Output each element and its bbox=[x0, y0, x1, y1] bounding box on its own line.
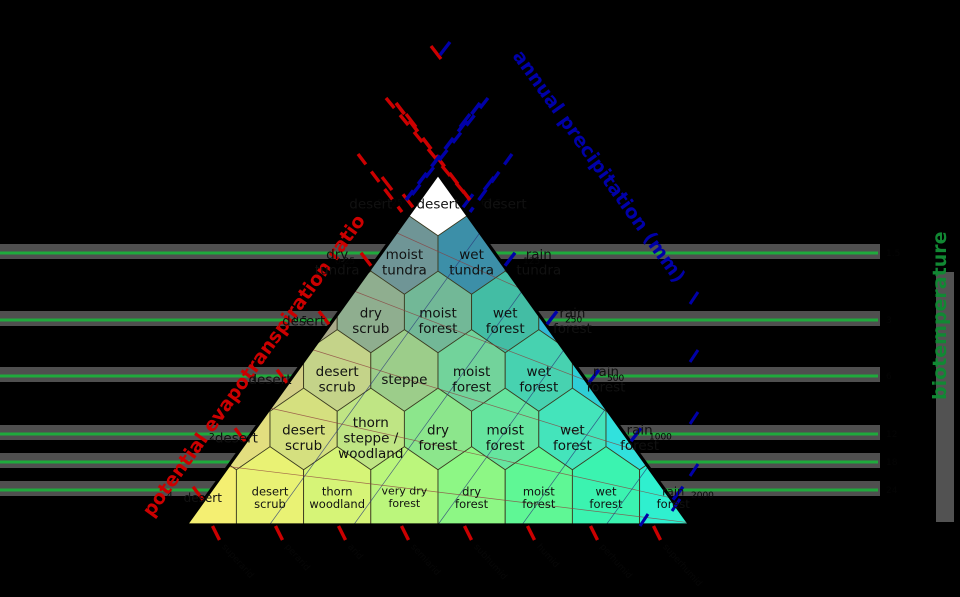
pet-axis-dash bbox=[394, 101, 472, 202]
pet-tick-label: 0.25 bbox=[335, 257, 355, 267]
precip-tick bbox=[587, 368, 601, 384]
precipitation-dashed-lines bbox=[404, 96, 514, 213]
humidity-tick bbox=[273, 525, 285, 541]
precip-tick-label: 125 bbox=[523, 257, 540, 267]
precip-tick-label: 2000 bbox=[691, 491, 714, 501]
pet-tick bbox=[401, 193, 415, 209]
pet-tick bbox=[233, 427, 247, 443]
guide-line bbox=[353, 290, 523, 525]
precip-axis-dash bbox=[468, 153, 514, 213]
biotemperature-tick-label: 24 bbox=[886, 486, 898, 496]
guide-line bbox=[732, 525, 774, 584]
precip-tick bbox=[638, 513, 650, 527]
biotemperature-tick-label: 12 bbox=[886, 430, 897, 440]
guide-line bbox=[269, 407, 690, 525]
precip-tick-label: 250 bbox=[565, 315, 582, 325]
pet-axis-dash bbox=[384, 96, 472, 202]
precip-tick bbox=[438, 40, 452, 57]
precip-tick bbox=[688, 349, 700, 363]
precip-tick bbox=[688, 411, 700, 425]
humidity-tick bbox=[210, 525, 222, 541]
biotemperature-tick-label: 3 bbox=[886, 316, 892, 326]
guide-line bbox=[227, 466, 690, 525]
guide-line bbox=[311, 349, 690, 525]
humidity-tick bbox=[462, 525, 474, 541]
vertical-axis-band bbox=[936, 272, 954, 522]
precip-tick-label: 62.5 bbox=[481, 198, 501, 208]
precip-tick bbox=[545, 310, 559, 326]
guide-line bbox=[774, 525, 858, 597]
pet-tick-label: 0.125 bbox=[377, 198, 403, 208]
guide-line bbox=[521, 407, 607, 525]
humidity-tick bbox=[525, 525, 537, 541]
humidity-province-label: subhumid bbox=[471, 542, 508, 582]
pet-ratio-dashed-lines bbox=[356, 96, 472, 214]
pet-tick-label: 4 bbox=[167, 491, 173, 501]
humidity-tick bbox=[399, 525, 411, 541]
precip-tick bbox=[461, 193, 475, 209]
biotemperature-tick-labels: 1.5 3 6 12 18 24 bbox=[886, 249, 900, 496]
pet-tick bbox=[191, 485, 205, 501]
pet-tick bbox=[317, 310, 331, 326]
precip-tick bbox=[629, 427, 643, 443]
precip-tick bbox=[671, 485, 685, 501]
guide-line bbox=[269, 232, 481, 525]
pet-tick-label: 1 bbox=[251, 374, 257, 384]
humidity-province-label: humid bbox=[534, 542, 560, 570]
humidity-province-label: semiarid bbox=[408, 542, 441, 578]
humidity-province-labels: superarid perarid arid semiarid subhumid humi… bbox=[219, 542, 703, 589]
humidity-province-label: perarid bbox=[282, 542, 311, 573]
pet-ratio-ticks bbox=[191, 44, 663, 541]
humidity-province-label: superhumid bbox=[660, 542, 703, 589]
precip-tick-label: 1000 bbox=[649, 432, 672, 442]
biotemperature-tick-label: 1.5 bbox=[886, 249, 900, 259]
pet-tick bbox=[429, 44, 443, 61]
precip-tick bbox=[688, 463, 700, 477]
humidity-province-label: perhumid bbox=[597, 542, 633, 581]
precip-axis-dash bbox=[404, 101, 482, 202]
pet-axis-dash bbox=[356, 152, 404, 214]
humidity-province-label: arid bbox=[345, 542, 364, 562]
pet-ratio-tick-labels: 0.125 0.25 0.5 1 2 4 bbox=[167, 198, 403, 501]
precipitation-tick-labels: 62.5 125 250 500 1000 2000 bbox=[481, 198, 714, 501]
vertical-axis-title: biotemperature bbox=[929, 232, 951, 400]
precip-axis-dash bbox=[406, 96, 490, 202]
precip-tick bbox=[688, 291, 700, 305]
pet-tick-label: 0.5 bbox=[293, 315, 307, 325]
pet-tick bbox=[359, 251, 373, 267]
triangle-outline bbox=[184, 173, 692, 527]
precip-tick bbox=[670, 498, 682, 512]
pet-tick bbox=[380, 175, 394, 192]
humidity-tick bbox=[588, 525, 600, 541]
humidity-province-label: superarid bbox=[219, 542, 255, 580]
humidity-tick bbox=[651, 525, 663, 541]
biotemperature-tick-label: 18 bbox=[886, 458, 898, 468]
biotemperature-tick-label: 6 bbox=[886, 372, 892, 382]
guide-line bbox=[605, 466, 649, 525]
precip-tick-label: 500 bbox=[607, 374, 624, 384]
pet-tick bbox=[275, 368, 289, 384]
humidity-tick bbox=[336, 525, 348, 541]
precip-tick bbox=[503, 251, 517, 267]
guide-line bbox=[437, 349, 565, 525]
precipitation-ticks bbox=[438, 40, 700, 527]
guide-line bbox=[395, 232, 690, 525]
pet-tick-label: 2 bbox=[209, 432, 215, 442]
